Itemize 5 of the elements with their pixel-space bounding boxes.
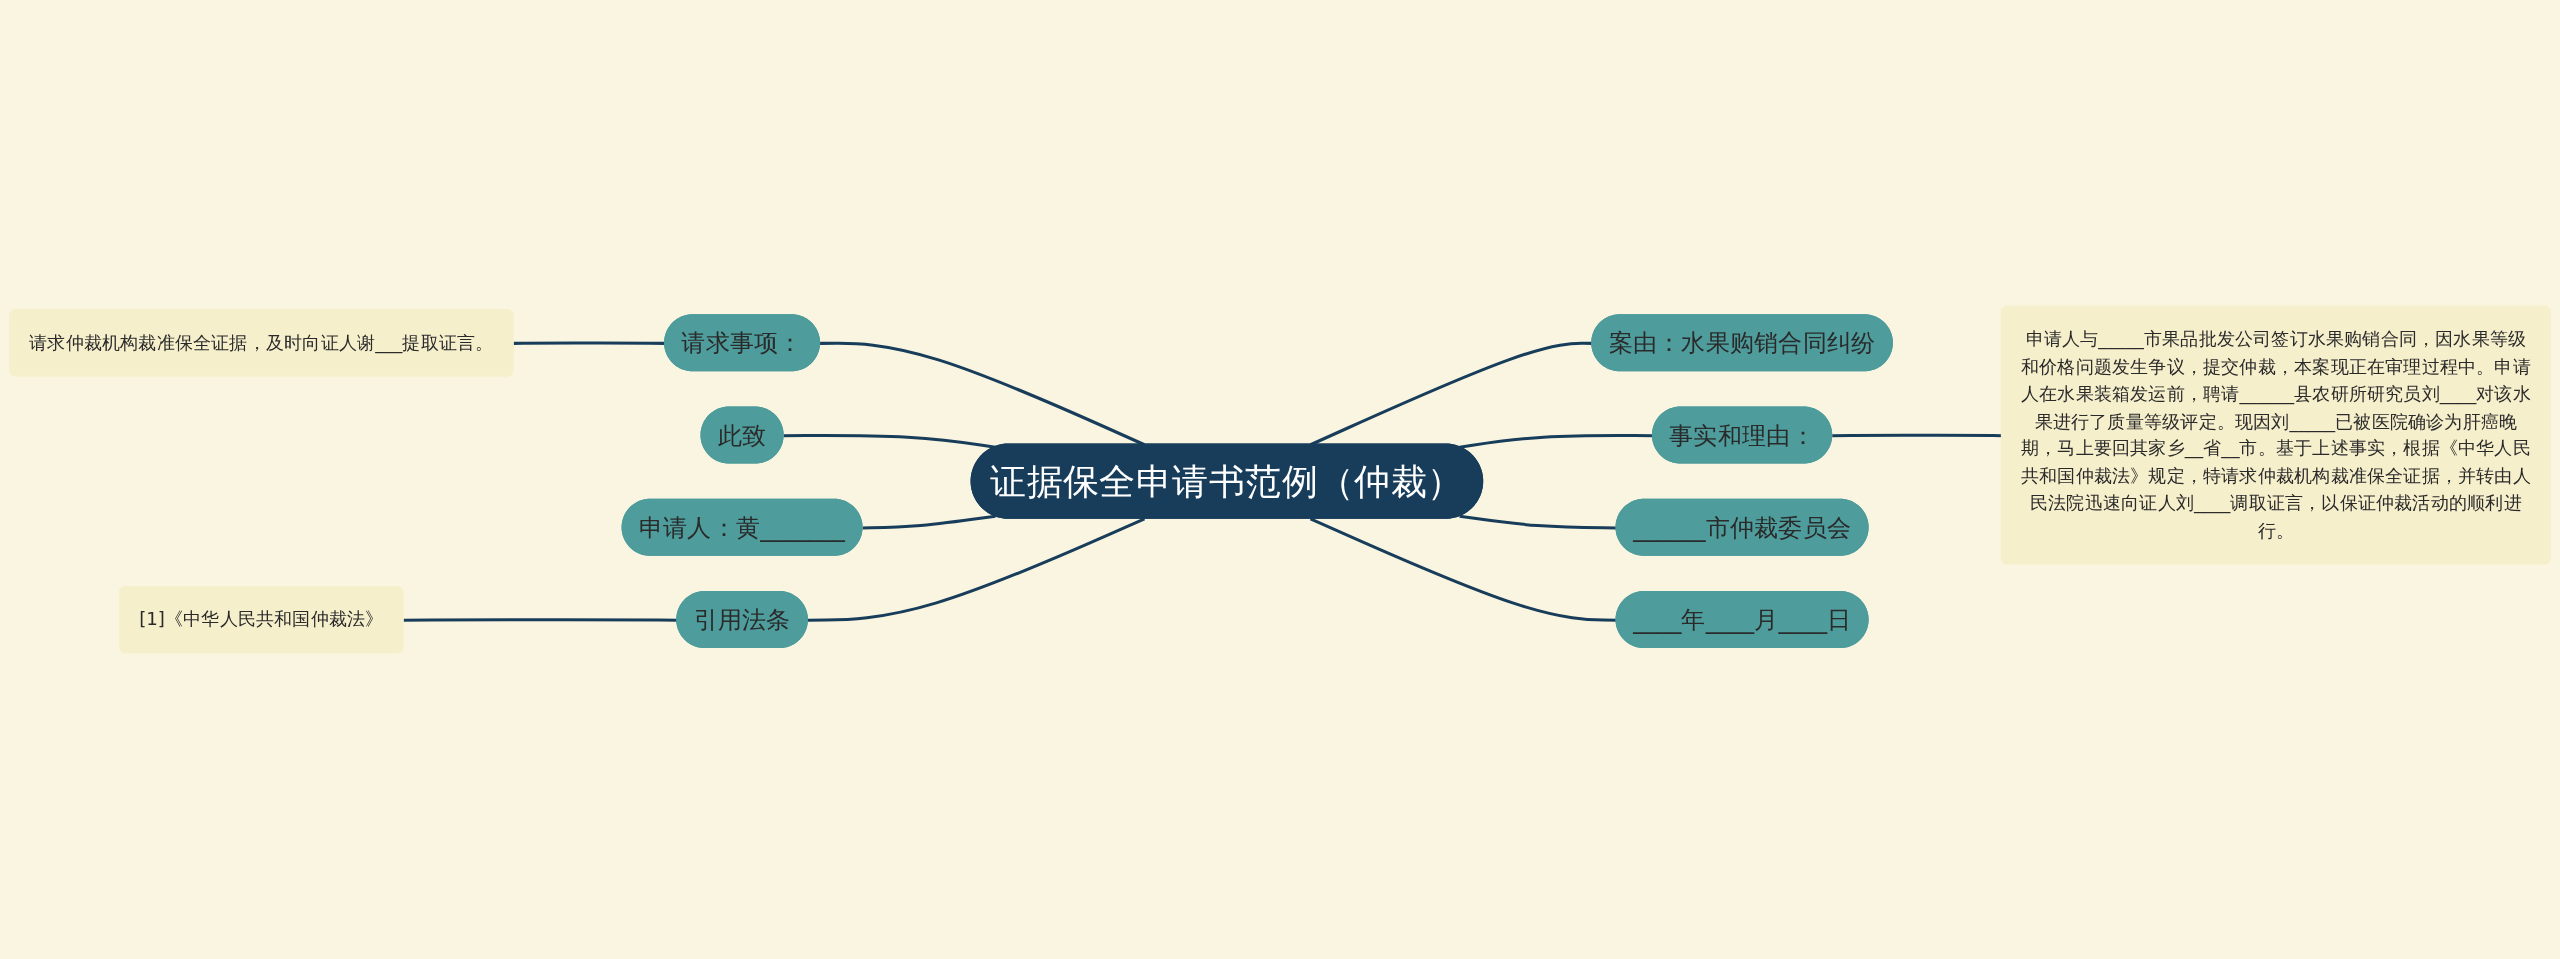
connector [807,517,1146,622]
connector [1459,514,1617,530]
connector [862,514,996,530]
connector [1309,517,1617,622]
connector [783,433,996,449]
